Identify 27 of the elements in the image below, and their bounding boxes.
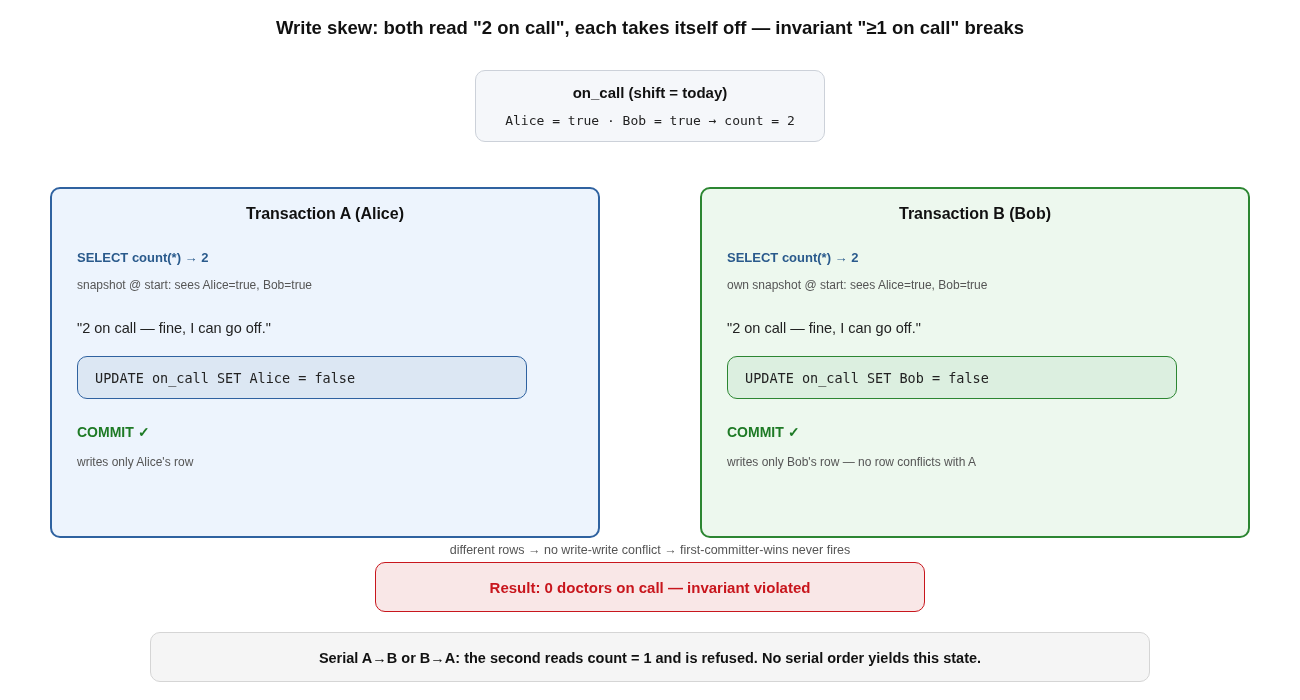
code-box — [77, 356, 527, 399]
query-text: SELECT count(*) → 2 — [77, 250, 209, 265]
note-text: own snapshot @ start: sees Alice=true, Bob=true — [727, 278, 988, 292]
note-text: writes only Bob's row — no row conflicts with A — [727, 455, 977, 469]
note-text: writes only Alice's row — [77, 455, 194, 469]
row-values: Alice = true · Bob = true → count = 2 — [504, 113, 796, 128]
annotation-text: different rows → no write-write conflict → first-committer-wins never fires — [448, 543, 852, 557]
commit-text: COMMIT ✓ — [727, 424, 800, 440]
code-box — [727, 356, 1177, 399]
box-heading: Transaction B (Bob) — [898, 205, 1052, 223]
box-heading: Transaction A (Alice) — [245, 205, 405, 223]
result-box — [375, 562, 925, 612]
quote-text: "2 on call — fine, I can go off." — [727, 320, 921, 336]
transaction-panel — [50, 187, 600, 538]
quote-text: "2 on call — fine, I can go off." — [77, 320, 271, 336]
table-box — [475, 70, 825, 142]
table-name: on_call (shift = today) — [571, 84, 729, 101]
result-text: Result: 0 doctors on call — invariant violated — [488, 579, 812, 596]
note-box — [150, 632, 1150, 682]
sql-statement: UPDATE on_call SET Alice = false — [95, 370, 356, 386]
transaction-panel — [700, 187, 1250, 538]
footer-note: Serial A→B or B→A: the second reads count = 1 and is refused. No serial order yields this state. — [317, 650, 983, 666]
note-text: snapshot @ start: sees Alice=true, Bob=true — [77, 278, 312, 292]
diagram-title: Write skew: both read "2 on call", each takes itself off — invariant "≥1 on call" breaks — [274, 17, 1026, 39]
sql-statement: UPDATE on_call SET Bob = false — [745, 370, 989, 386]
query-text: SELECT count(*) → 2 — [727, 250, 859, 265]
commit-text: COMMIT ✓ — [77, 424, 150, 440]
